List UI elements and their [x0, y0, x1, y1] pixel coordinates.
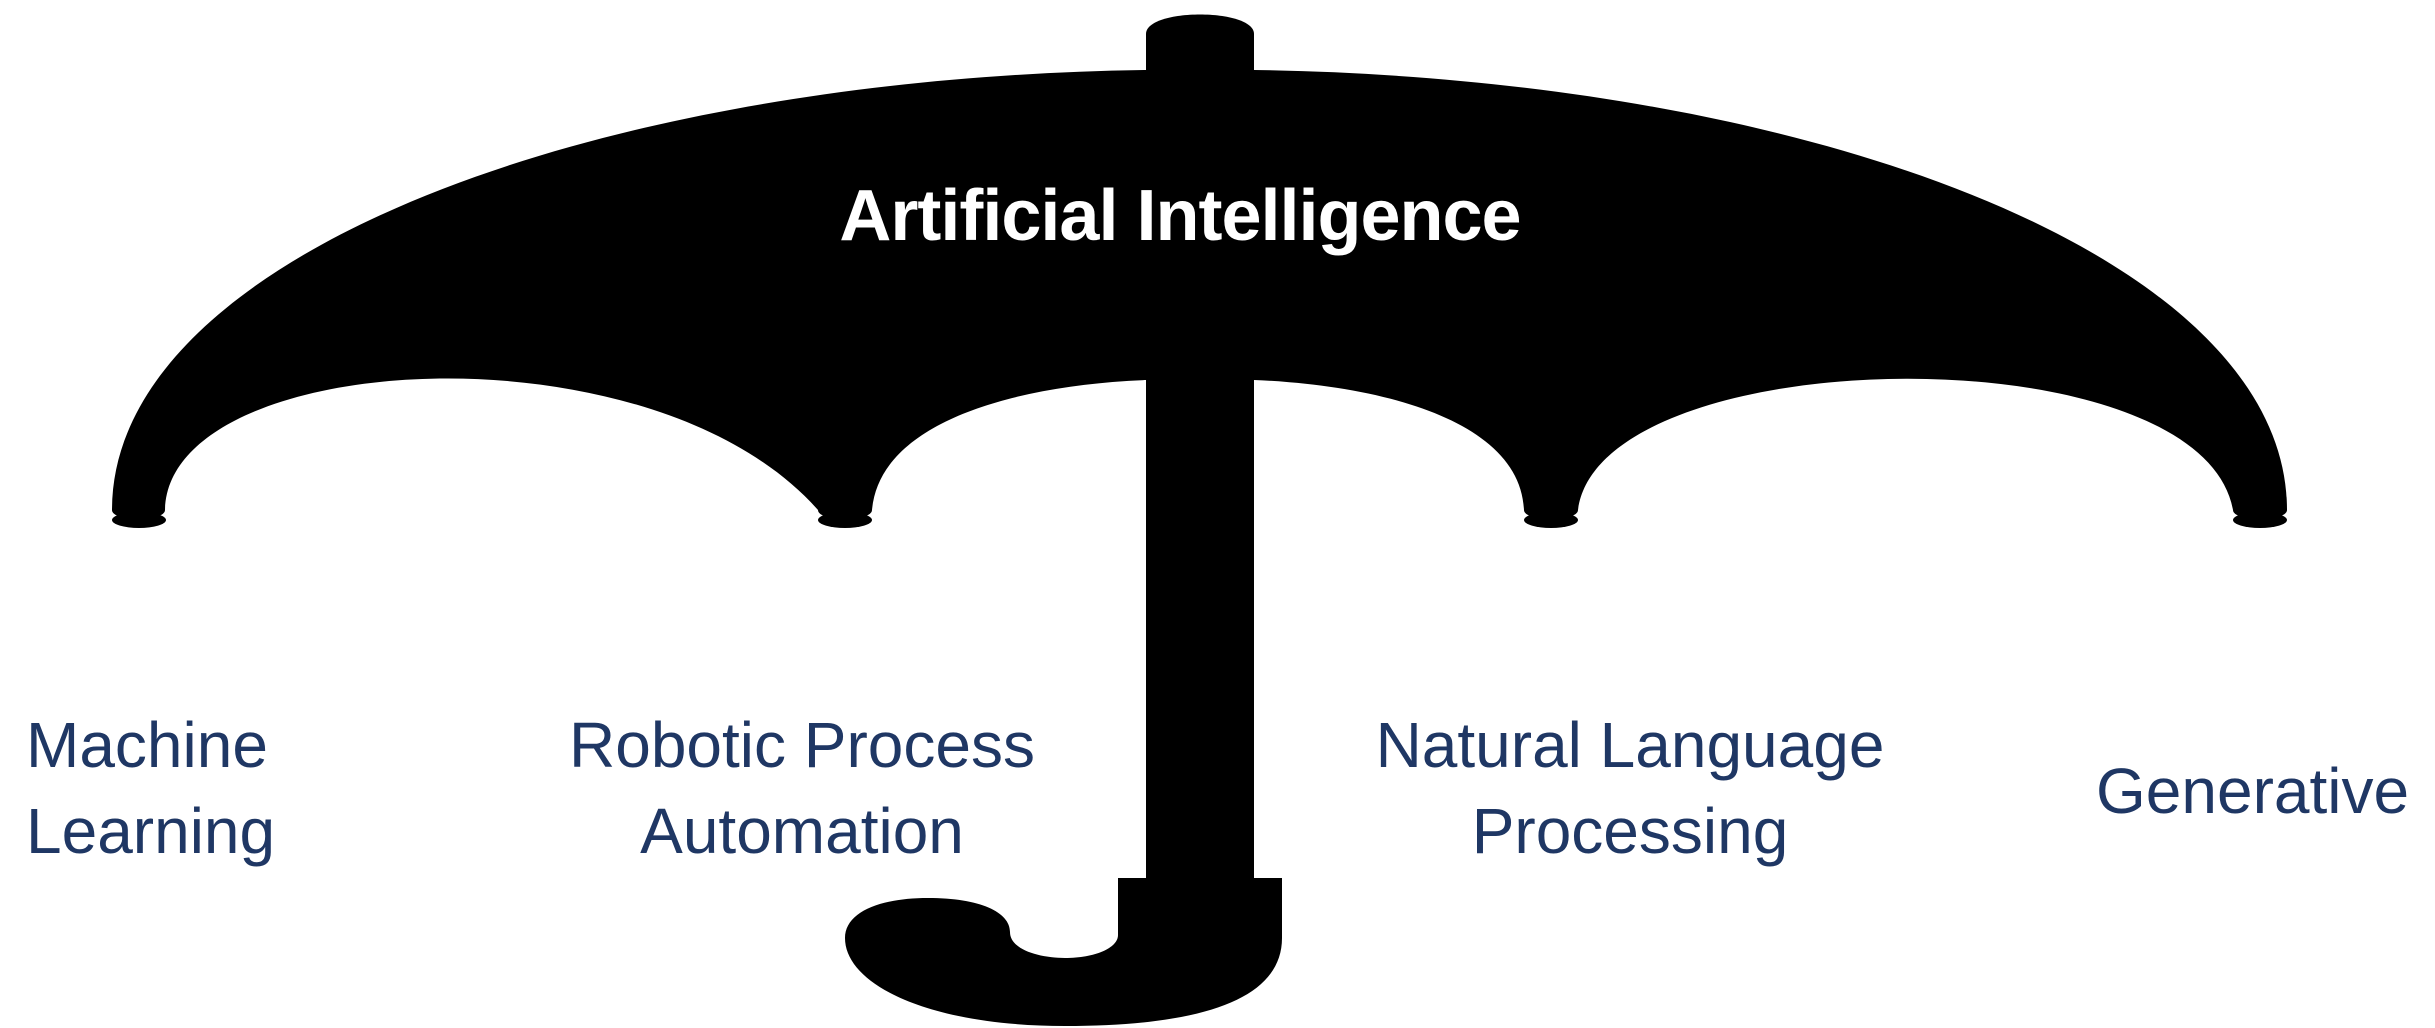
category-label-line: Processing	[1471, 795, 1789, 867]
umbrella-canopy	[112, 70, 2287, 519]
category-label-line: Learning	[26, 795, 276, 867]
category-label-line: Machine	[26, 709, 268, 781]
category-label-line: Automation	[640, 795, 964, 867]
umbrella-finial	[1146, 14, 1254, 70]
category-label-line: Robotic Process	[569, 709, 1035, 781]
rib-tip-right	[2233, 512, 2287, 528]
category-label-line: Natural Language	[1375, 709, 1885, 781]
rib-tip-center-left	[818, 512, 872, 528]
category-natural-language-processing: Natural Language Processing	[1360, 702, 1900, 874]
category-generative: Generative	[2096, 748, 2409, 834]
category-machine-learning: Machine Learning	[26, 702, 275, 874]
rib-tip-left	[112, 512, 166, 528]
umbrella-handle	[845, 878, 1282, 1026]
umbrella-shaft	[1146, 375, 1254, 880]
category-robotic-process-automation: Robotic Process Automation	[562, 702, 1042, 874]
rib-tip-center-right	[1524, 512, 1578, 528]
diagram-title: Artificial Intelligence	[839, 176, 1520, 256]
category-label-line: Generative	[2096, 755, 2410, 827]
